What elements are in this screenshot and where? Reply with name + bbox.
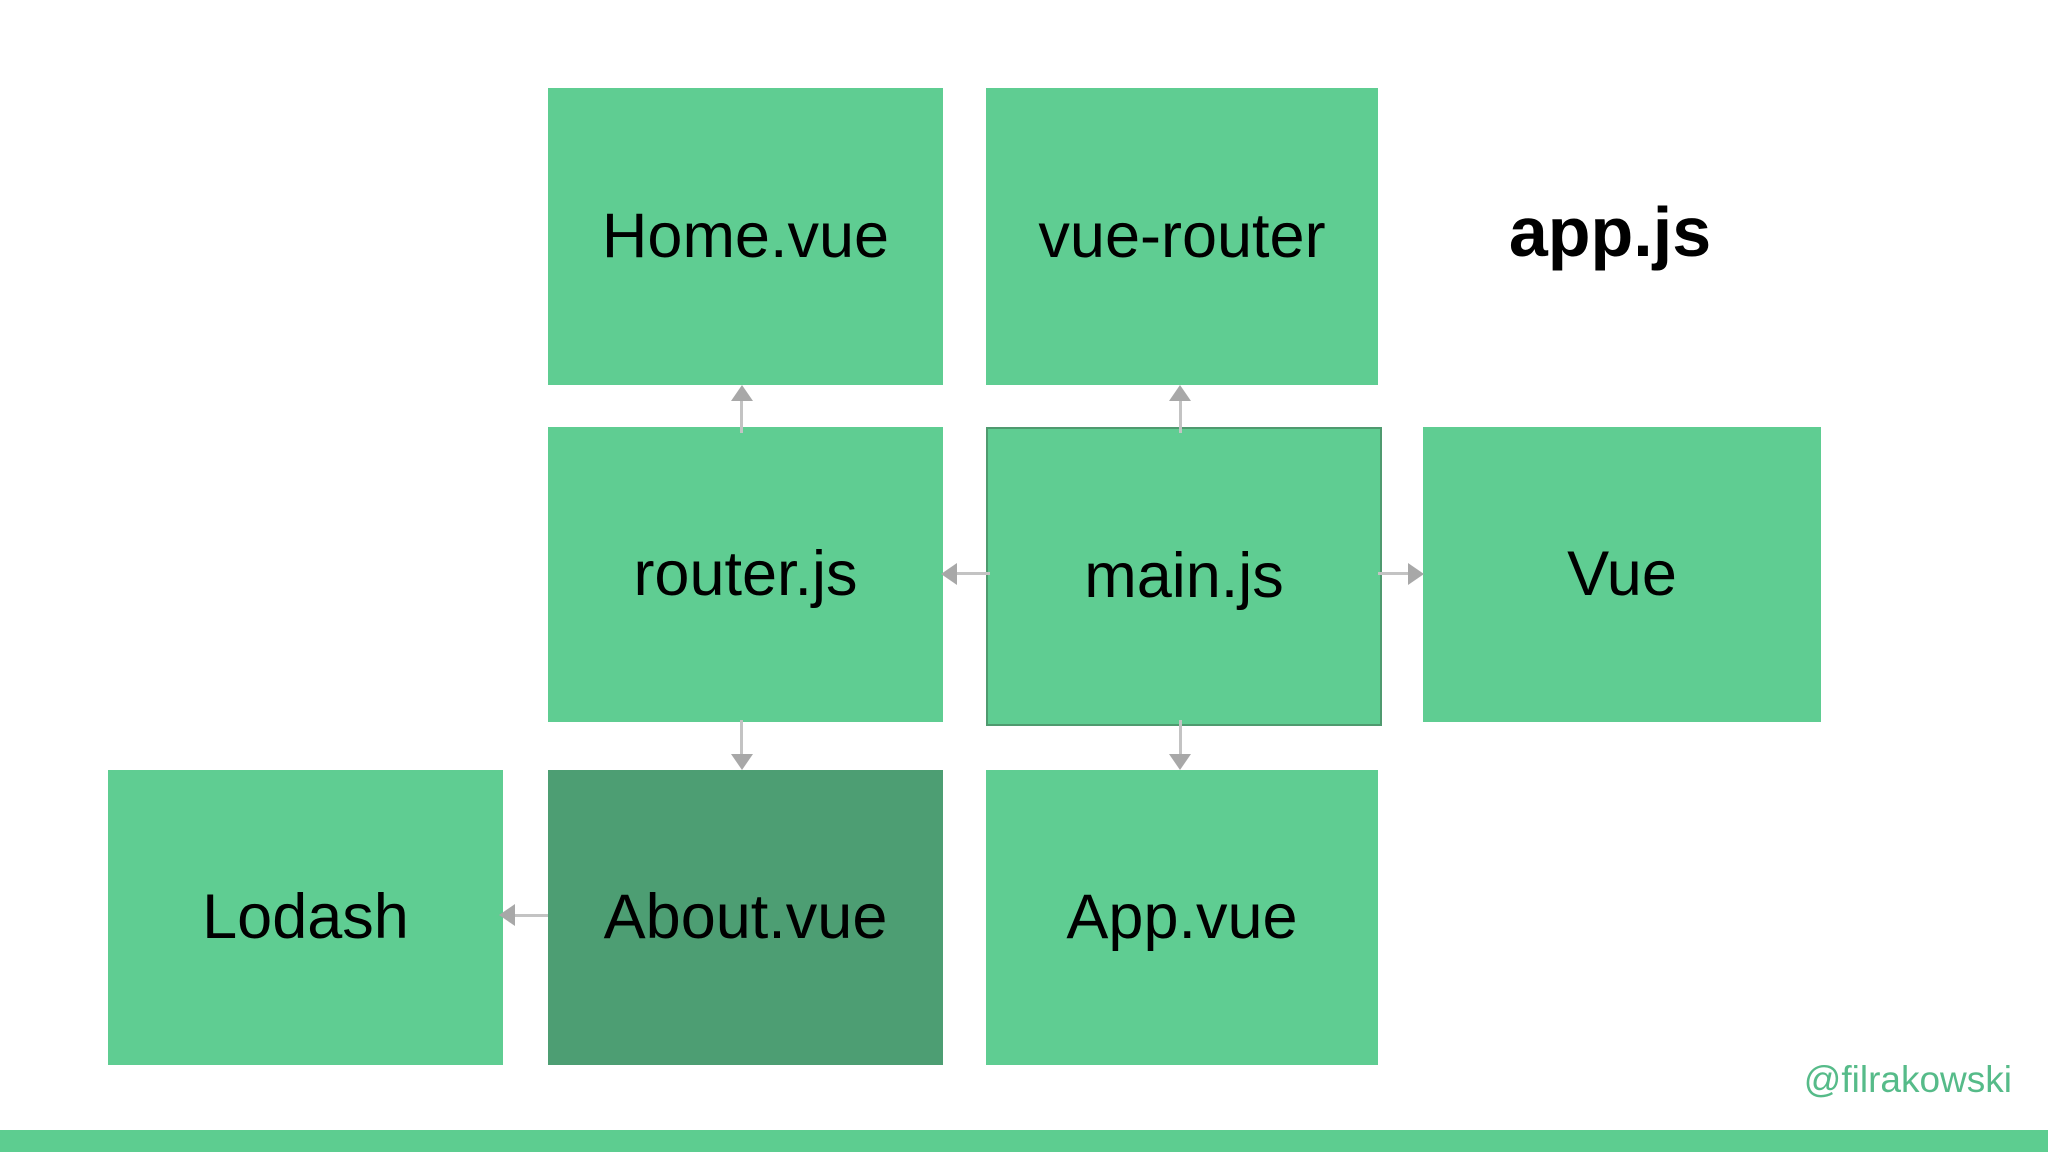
box-lodash-label: Lodash xyxy=(202,882,409,952)
arrow-line xyxy=(1378,572,1409,575)
arrow-line xyxy=(740,399,743,433)
box-app-vue: App.vue xyxy=(986,770,1378,1065)
arrow-head-left xyxy=(499,904,515,926)
box-main-js-label: main.js xyxy=(1084,541,1284,611)
box-app-vue-label: App.vue xyxy=(1066,882,1298,952)
box-router-js: router.js xyxy=(548,427,943,722)
arrow-head-up xyxy=(1169,385,1191,401)
arrow-head-down xyxy=(1169,754,1191,770)
box-home-vue-label: Home.vue xyxy=(601,201,890,271)
arrow-line xyxy=(740,720,743,756)
box-about-vue-label: About.vue xyxy=(603,882,888,952)
box-vue-router: vue-router xyxy=(986,88,1378,385)
arrow-line xyxy=(1179,399,1182,433)
box-vue-router-label: vue-router xyxy=(1038,201,1326,271)
box-router-js-label: router.js xyxy=(633,539,858,609)
arrow-head-right xyxy=(1408,563,1424,585)
arrow-head-down xyxy=(731,754,753,770)
arrow-line xyxy=(955,572,990,575)
box-home-vue: Home.vue xyxy=(548,88,943,385)
arrow-line xyxy=(513,914,548,917)
box-vue-label: Vue xyxy=(1567,539,1677,609)
author-watermark: @filrakowski xyxy=(1803,1059,2012,1100)
box-main-js: main.js xyxy=(986,427,1382,726)
bottom-accent-bar xyxy=(0,1130,2048,1152)
arrow-line xyxy=(1179,720,1182,756)
box-lodash: Lodash xyxy=(108,770,503,1065)
box-about-vue: About.vue xyxy=(548,770,943,1065)
box-vue: Vue xyxy=(1423,427,1821,722)
arrow-head-up xyxy=(731,385,753,401)
arrow-head-left xyxy=(941,563,957,585)
app-js-title: app.js xyxy=(1508,193,1712,271)
